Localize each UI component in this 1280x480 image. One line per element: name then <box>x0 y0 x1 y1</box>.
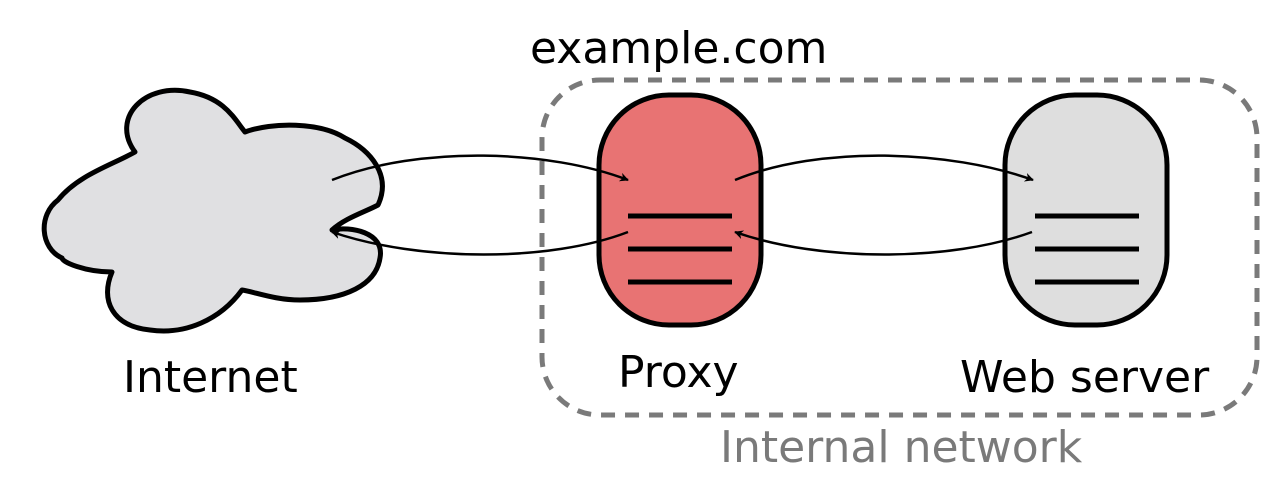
arrow-internet-to-proxy <box>331 154 629 182</box>
internal-network-label: Internal network <box>720 422 1083 473</box>
cloud-icon <box>41 87 385 334</box>
proxy-node: Proxy <box>596 92 764 398</box>
proxy-label: Proxy <box>618 347 739 398</box>
internet-node: Internet <box>41 87 385 403</box>
proxy-server-body <box>596 92 764 328</box>
server-icon <box>596 92 764 328</box>
arrow-web-server-to-proxy <box>734 230 1033 256</box>
arrow-proxy-to-web-server <box>734 154 1034 182</box>
internet-label: Internet <box>123 352 298 403</box>
web-server-body <box>1002 92 1170 328</box>
server-icon <box>1002 92 1170 328</box>
domain-label: example.com <box>530 23 827 74</box>
web-server-node: Web server <box>960 92 1210 403</box>
internal-network-boundary <box>539 77 1260 418</box>
web-server-label: Web server <box>960 352 1210 403</box>
arrow-proxy-to-internet <box>331 230 629 256</box>
